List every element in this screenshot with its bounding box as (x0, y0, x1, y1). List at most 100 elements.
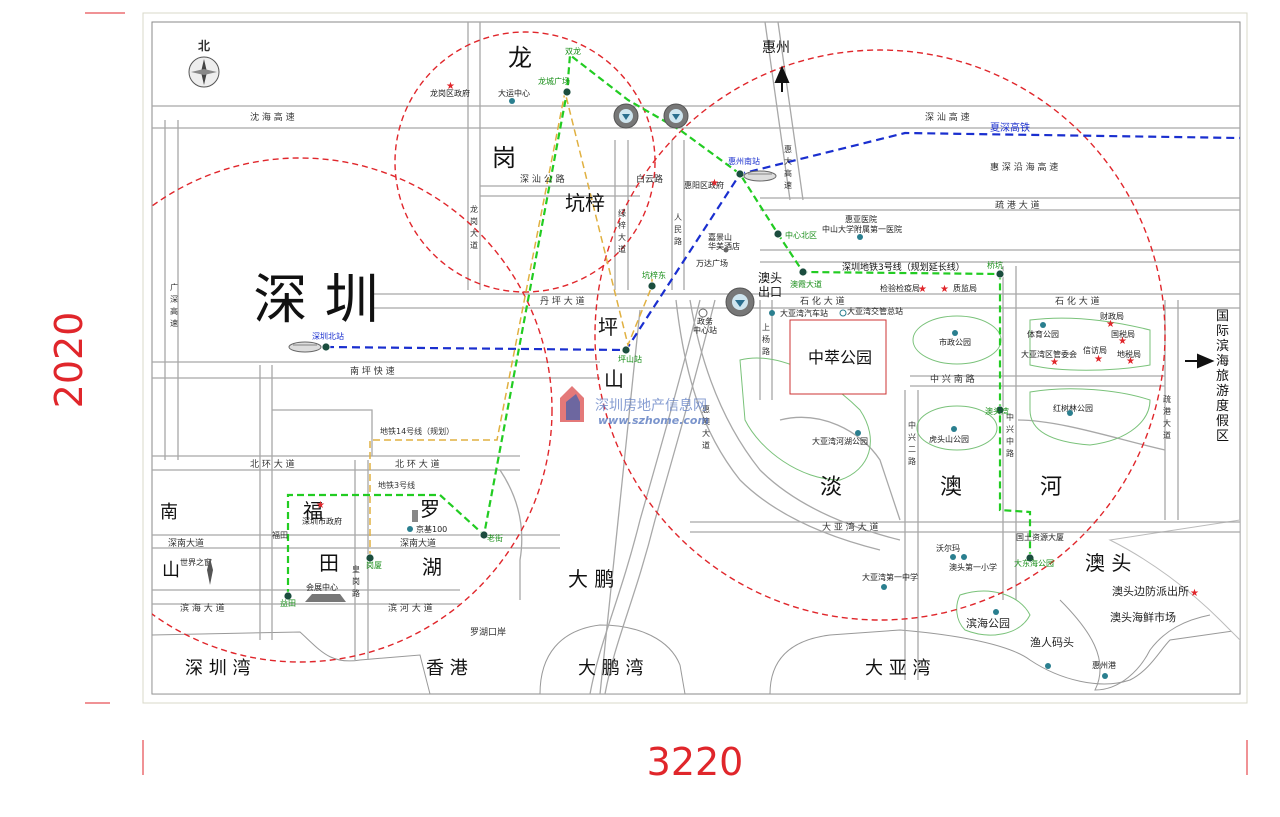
region-futian-2: 田 (319, 551, 339, 575)
svg-text:北 环 大 道: 北 环 大 道 (250, 458, 295, 470)
svg-text:嘉景山: 嘉景山 (708, 232, 732, 242)
svg-text:大亚湾区管委会: 大亚湾区管委会 (1021, 349, 1077, 359)
svg-text:中心北区: 中心北区 (785, 230, 817, 240)
svg-text:红树林公园: 红树林公园 (1053, 403, 1093, 413)
label-hongkong: 香 港 (426, 658, 468, 679)
region-danaohe-1: 淡 (820, 475, 842, 500)
svg-text:澳霞大道: 澳霞大道 (790, 279, 822, 289)
svg-text:惠阳区政府: 惠阳区政府 (684, 180, 724, 190)
svg-text:际: 际 (1216, 324, 1229, 339)
region-shan: 山 (162, 560, 180, 581)
svg-text:惠亚医院: 惠亚医院 (845, 214, 877, 224)
svg-text:深南大道: 深南大道 (168, 537, 204, 549)
svg-text:大亚湾第一中学: 大亚湾第一中学 (862, 572, 918, 582)
svg-text:福田: 福田 (272, 531, 288, 540)
resort-label: 国 际 滨 海 旅 游 度 假 区 (1216, 309, 1229, 444)
svg-text:大: 大 (784, 156, 792, 166)
svg-text:大亚湾河湖公园: 大亚湾河湖公园 (812, 436, 868, 446)
radius-circles (152, 31, 1166, 663)
svg-text:滨海公园: 滨海公园 (966, 616, 1010, 630)
svg-text:★: ★ (1094, 354, 1103, 365)
svg-text:杨: 杨 (762, 334, 770, 344)
region-nan: 南 (160, 502, 178, 523)
svg-text:大: 大 (702, 428, 710, 438)
svg-text:石 化 大 道: 石 化 大 道 (800, 295, 845, 307)
svg-text:皇: 皇 (352, 564, 360, 574)
coastline-east (1059, 599, 1211, 691)
svg-text:★: ★ (1190, 588, 1199, 599)
metro3-label: 地铁3号线 (378, 480, 415, 490)
label-daya-bay: 大 亚 湾 (865, 658, 930, 679)
train-icon (288, 341, 322, 353)
svg-text:兴: 兴 (1006, 425, 1014, 434)
svg-text:大: 大 (618, 232, 626, 242)
svg-text:高: 高 (170, 306, 178, 316)
vertical-road-labels: 广 深 高 速 龙 岗 大 道 绿 梓 大 道 人 民 路 惠 大 高 速 上 … (170, 144, 1171, 598)
svg-text:坑梓东: 坑梓东 (642, 270, 666, 280)
station-dots (283, 87, 1035, 601)
svg-text:会展中心: 会展中心 (306, 582, 338, 592)
east-arrow-icon (1185, 353, 1215, 369)
svg-text:政务: 政务 (697, 316, 713, 326)
region-aotou: 澳 头 (1085, 551, 1131, 575)
label-dapeng-bay: 大 鹏 湾 (578, 658, 643, 679)
svg-text:龙城广场: 龙城广场 (538, 76, 570, 86)
label-aotou-exit-2: 出口 (758, 285, 782, 299)
svg-text:上: 上 (762, 323, 770, 332)
aotou-coast (1108, 519, 1240, 641)
region-pingshan-2: 山 (604, 367, 624, 391)
svg-text:★: ★ (446, 81, 455, 92)
road-network (152, 22, 1240, 694)
svg-text:岗: 岗 (470, 217, 478, 226)
svg-text:深 汕 公 路: 深 汕 公 路 (520, 173, 565, 185)
interchange-icon (613, 103, 639, 129)
svg-text:澳: 澳 (702, 416, 710, 426)
svg-text:★: ★ (1050, 357, 1059, 368)
svg-text:游: 游 (1216, 384, 1229, 399)
region-labels: 深 圳 龙 岗 坑梓 坪 山 南 山 福 田 罗 湖 大 鹏 淡 澳 河 澳 头… (160, 40, 1131, 679)
svg-text:岗厦: 岗厦 (366, 561, 382, 570)
circle-longgang (394, 31, 656, 293)
svg-text:高: 高 (784, 168, 792, 178)
width-dimension: 3220 (647, 740, 744, 784)
svg-text:深南大道: 深南大道 (400, 537, 436, 549)
svg-text:大亚湾交管总站: 大亚湾交管总站 (847, 306, 903, 316)
svg-text:中: 中 (1006, 412, 1014, 422)
svg-text:惠州港: 惠州港 (1092, 660, 1116, 670)
zhongcui-park-frame (789, 319, 887, 395)
xiashen-label: 夏深高铁 (990, 121, 1030, 134)
svg-text:区: 区 (1216, 429, 1229, 444)
svg-text:检验检疫局: 检验检疫局 (880, 283, 920, 293)
svg-text:罗湖口岸: 罗湖口岸 (470, 627, 506, 638)
svg-text:北 环 大 道: 北 环 大 道 (395, 458, 440, 470)
government-star-icons: ★ ★ ★ ★ ★ ★ ★ ★ ★ ★ ★ (316, 81, 1199, 599)
svg-text:澳头边防派出所: 澳头边防派出所 (1112, 584, 1189, 598)
daya-bay (769, 629, 1240, 694)
svg-text:万达广场: 万达广场 (696, 258, 728, 268)
svg-text:惠: 惠 (784, 144, 792, 154)
svg-text:中心站: 中心站 (693, 325, 717, 335)
interchange-icon (663, 103, 689, 129)
svg-text:桥坑: 桥坑 (987, 260, 1003, 270)
label-huizhou: 惠州 (762, 40, 790, 56)
svg-text:深圳市政府: 深圳市政府 (302, 516, 342, 526)
svg-text:大东海公园: 大东海公园 (1014, 558, 1054, 568)
svg-text:梓: 梓 (618, 220, 626, 230)
svg-text:道: 道 (1163, 430, 1171, 440)
svg-text:广: 广 (170, 282, 178, 292)
svg-text:★: ★ (940, 284, 949, 295)
svg-text:路: 路 (674, 236, 682, 246)
metro3-line (286, 52, 1032, 596)
svg-text:度: 度 (1216, 398, 1229, 414)
svg-text:世界之窗: 世界之窗 (180, 557, 212, 567)
map-body: 北 深 圳 龙 岗 坑梓 坪 山 南 山 福 田 罗 湖 大 鹏 淡 澳 河 澳… (152, 22, 1240, 694)
svg-text:老街: 老街 (487, 533, 503, 543)
region-luohu-1: 罗 (420, 497, 440, 521)
svg-text:白云路: 白云路 (636, 173, 663, 185)
svg-text:虎头山公园: 虎头山公园 (929, 434, 969, 444)
svg-text:海: 海 (1216, 354, 1229, 369)
svg-text:疏: 疏 (1163, 394, 1171, 404)
svg-text:华美酒店: 华美酒店 (708, 241, 740, 251)
kingkey-icon (412, 510, 418, 522)
svg-text:龙岗区政府: 龙岗区政府 (430, 88, 470, 98)
